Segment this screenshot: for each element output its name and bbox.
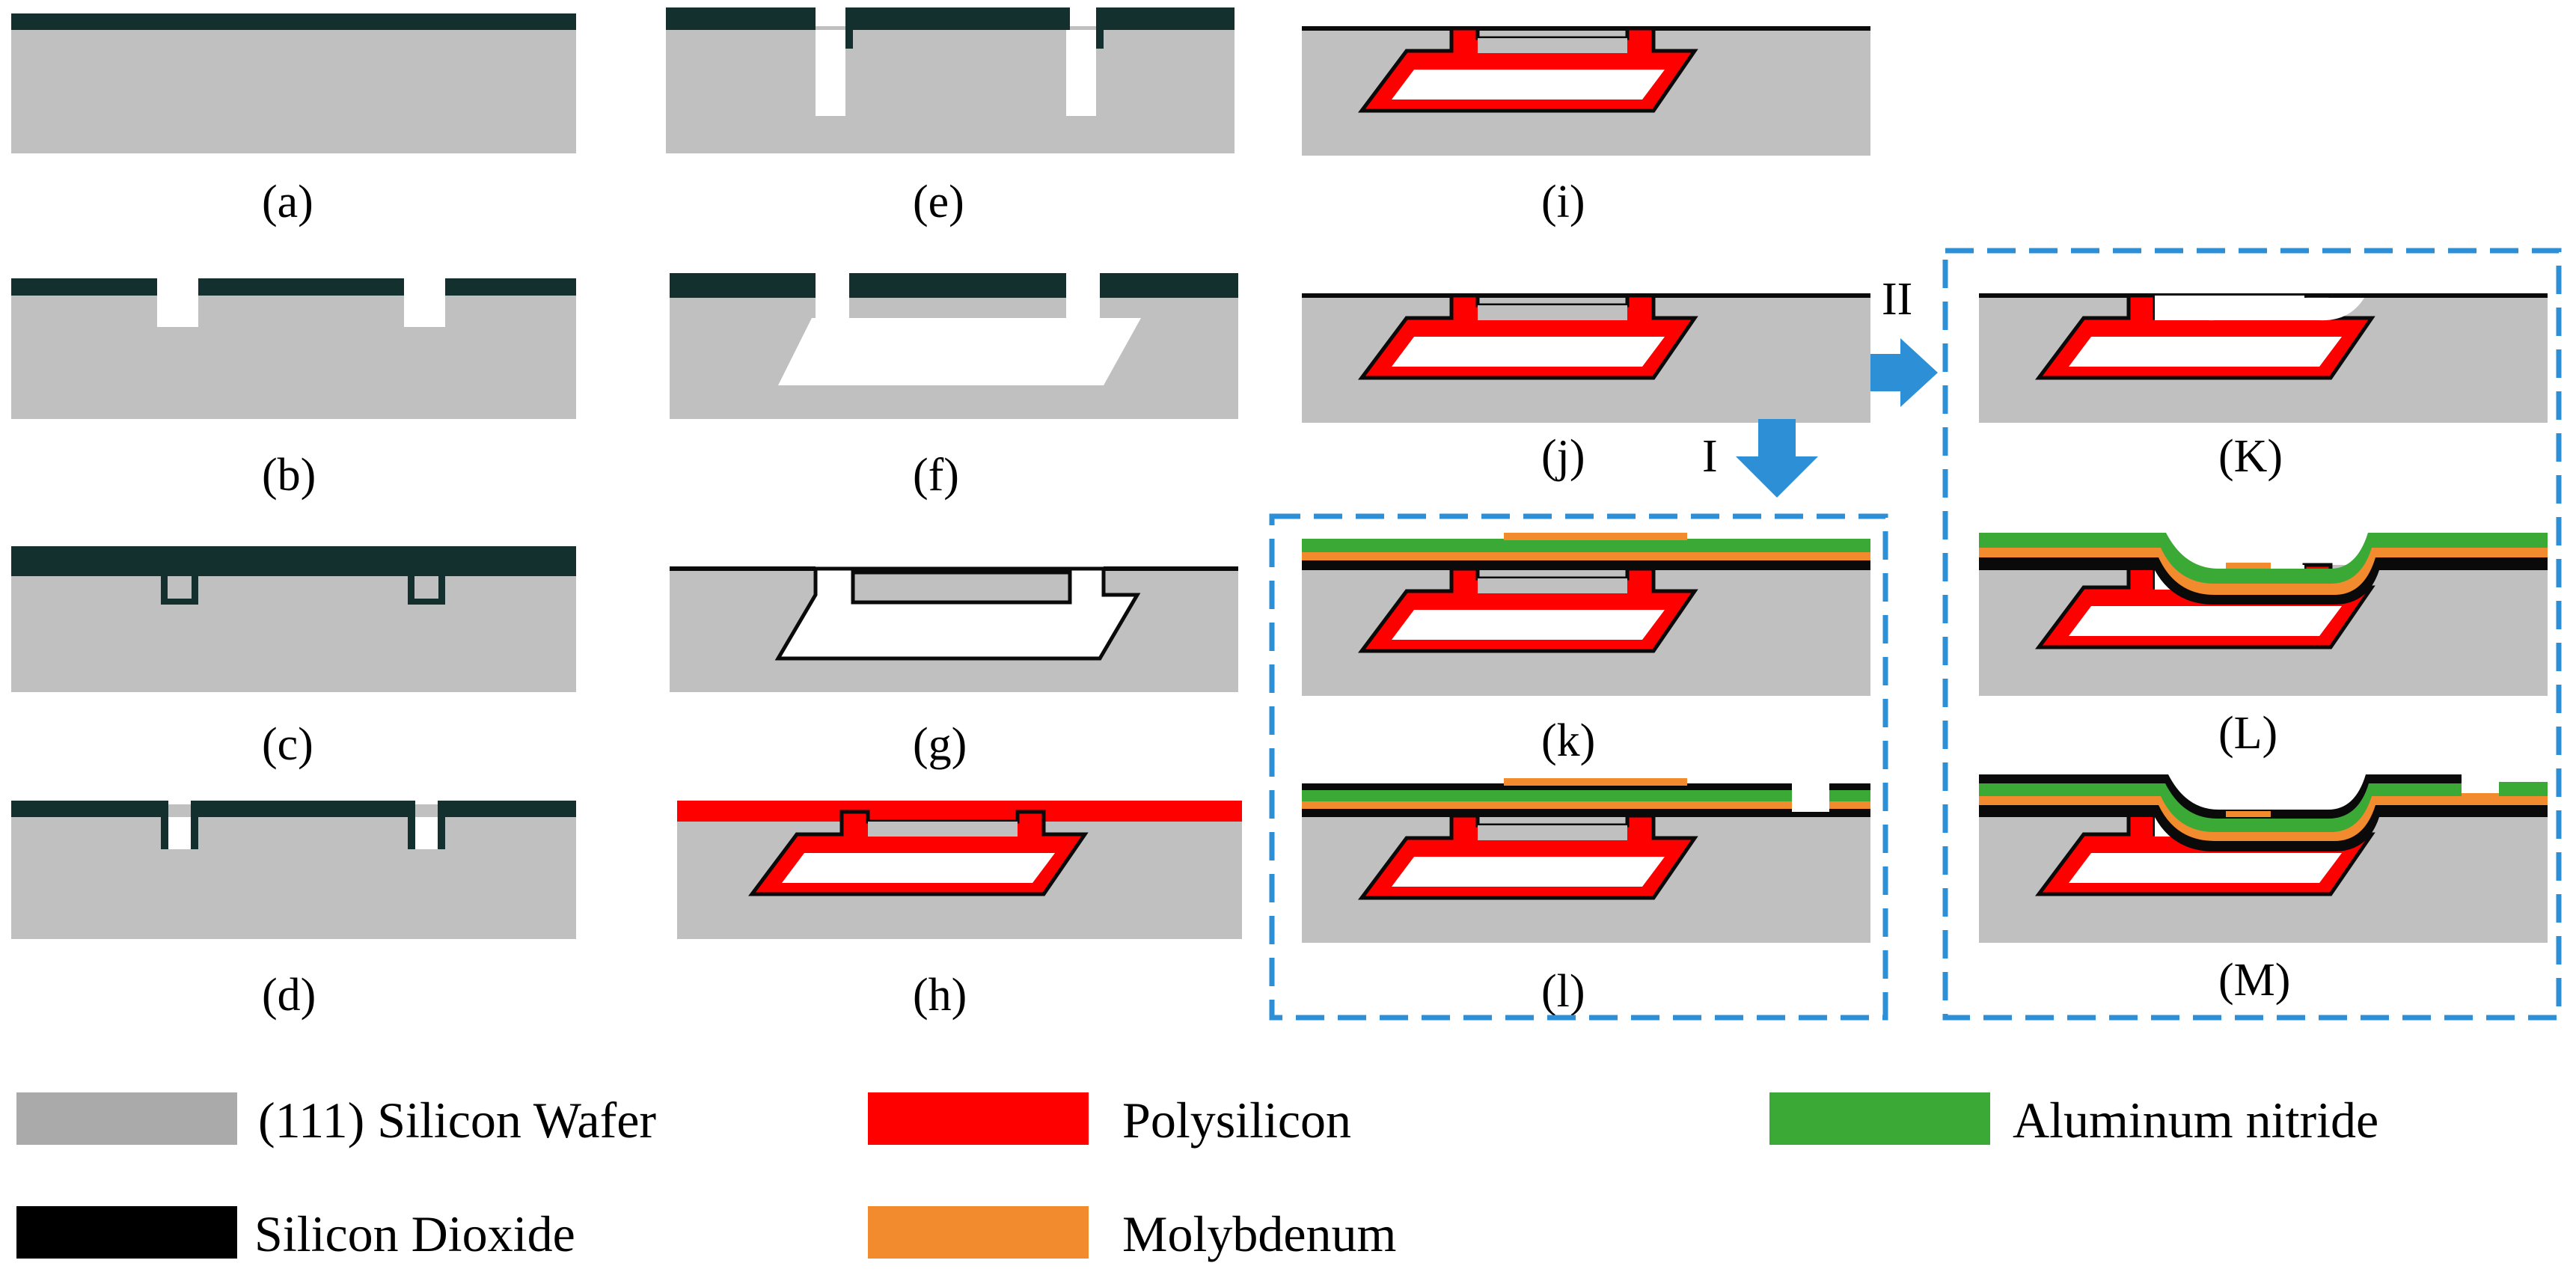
- step-j-section: [1302, 293, 1870, 423]
- step-h-section: [677, 801, 1242, 939]
- step-k-section: [1302, 533, 1870, 696]
- step-d-section: [11, 801, 576, 939]
- step-a-label: (a): [262, 177, 313, 227]
- route-i-dashed-box: [1269, 513, 1888, 1021]
- step-i-section: [1302, 26, 1870, 156]
- step-a-section: [11, 13, 576, 153]
- legend-label-aluminum-nitride: Aluminum nitride: [2013, 1092, 2378, 1149]
- step-M-section: [1979, 771, 2548, 943]
- legend-label-silicon-wafer: (111) Silicon Wafer: [258, 1092, 656, 1149]
- step-i-label: (i): [1541, 177, 1585, 227]
- step-M-label: (M): [2218, 955, 2290, 1006]
- legend-swatch-polysilicon: [868, 1092, 1089, 1145]
- legend-swatch-silicon-dioxide: [16, 1206, 237, 1259]
- step-b-section: [11, 278, 576, 419]
- legend-swatch-silicon-wafer: [16, 1092, 237, 1145]
- step-e-label: (e): [913, 177, 964, 227]
- step-f-label: (f): [913, 450, 959, 501]
- legend-label-molybdenum: Molybdenum: [1122, 1205, 1396, 1262]
- legend-label-polysilicon: Polysilicon: [1122, 1092, 1351, 1149]
- step-d-label: (d): [262, 970, 316, 1021]
- route-ii-label: II: [1882, 274, 1912, 325]
- step-K-label: (K): [2218, 431, 2283, 482]
- step-l-section: [1302, 778, 1870, 943]
- step-h-label: (h): [913, 970, 967, 1021]
- step-e-section: [666, 7, 1235, 153]
- legend-swatch-aluminum-nitride: [1769, 1092, 1990, 1145]
- step-g-label: (g): [913, 719, 967, 770]
- route-i-arrow: [1736, 419, 1818, 498]
- step-j-label: (j): [1541, 431, 1585, 482]
- legend-label-silicon-dioxide: Silicon Dioxide: [254, 1205, 575, 1262]
- step-L-section: [1979, 533, 2548, 696]
- step-b-label: (b): [262, 450, 316, 501]
- step-c-label: (c): [262, 719, 313, 770]
- step-l-label: (l): [1541, 966, 1585, 1017]
- step-K-section: [1979, 293, 2548, 423]
- route-ii-arrow: [1870, 338, 1938, 407]
- step-c-section: [11, 546, 576, 692]
- legend: (111) Silicon Wafer Polysilicon Aluminum…: [16, 1092, 2378, 1262]
- step-L-label: (L): [2218, 708, 2277, 759]
- route-i-label: I: [1702, 431, 1718, 482]
- step-k-label: (k): [1541, 715, 1595, 766]
- step-f-section: [670, 273, 1238, 419]
- legend-swatch-molybdenum: [868, 1206, 1089, 1259]
- step-g-section: [670, 566, 1238, 692]
- route-ii-dashed-box: [1942, 248, 2562, 1021]
